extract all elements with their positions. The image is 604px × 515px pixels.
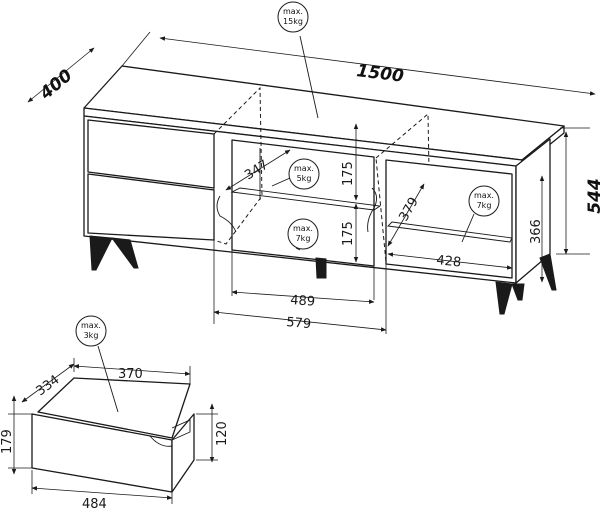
drawer-side-panel [171,413,195,493]
dim-drawer-side-height-label: 120 [215,421,230,446]
front-left-leg [89,235,113,271]
drawer-runner [171,419,191,441]
load-badge-drawer-line2: 3kg [84,331,99,340]
back-right-leg [511,283,525,301]
right-door-open [375,112,431,263]
load-badge-drawer-line1: max. [81,321,101,330]
front-right-leg [495,281,513,315]
load-badge-drawer: max. 3kg [75,315,119,413]
dim-width-label: 1500 [355,61,405,87]
dim-drawer-front-height-label: 179 [0,429,15,454]
left-door-open [213,86,263,245]
load-badge-top-line1: max. [283,7,303,16]
dim-cabinet-width-label: 428 [436,253,462,271]
load-badge-niche-line2: 7kg [296,234,311,243]
left-door-handle [216,195,237,233]
dim-niche-lower-label: 175 [341,221,356,246]
dim-height-label: 544 [585,178,604,214]
load-badge-top: max. 15kg [277,1,319,119]
load-badge-cabinet-line2: 7kg [477,201,492,210]
drawer-handle [149,435,173,447]
dim-drawer-inner-width-label: 370 [118,367,143,382]
load-badge-shelf: max. 5kg [271,158,320,190]
load-badge-shelf-line2: 5kg [297,174,312,183]
dim-niche-outer-label: 579 [286,315,312,332]
center-leg [315,257,327,279]
load-badge-top-line2: 15kg [283,17,303,26]
load-badge-cabinet-line1: max. [474,191,494,200]
dim-drawer-front-width-label: 484 [82,497,107,512]
front-left-leg-back [110,237,139,269]
load-badge-niche: max. 7kg [287,218,319,251]
dim-niche-inner-label: 489 [290,293,316,310]
dim-cabinet-height-label: 366 [529,219,544,244]
dim-depth-label: 400 [36,66,77,105]
dimension-lines [27,31,596,334]
load-badge-shelf-line1: max. [294,164,314,173]
dim-niche-upper-label: 175 [341,161,356,186]
drawer-detail [8,358,218,504]
right-door-handle [367,187,377,233]
load-badge-cabinet: max. 7kg [461,185,500,243]
load-badge-niche-line1: max. [293,224,313,233]
